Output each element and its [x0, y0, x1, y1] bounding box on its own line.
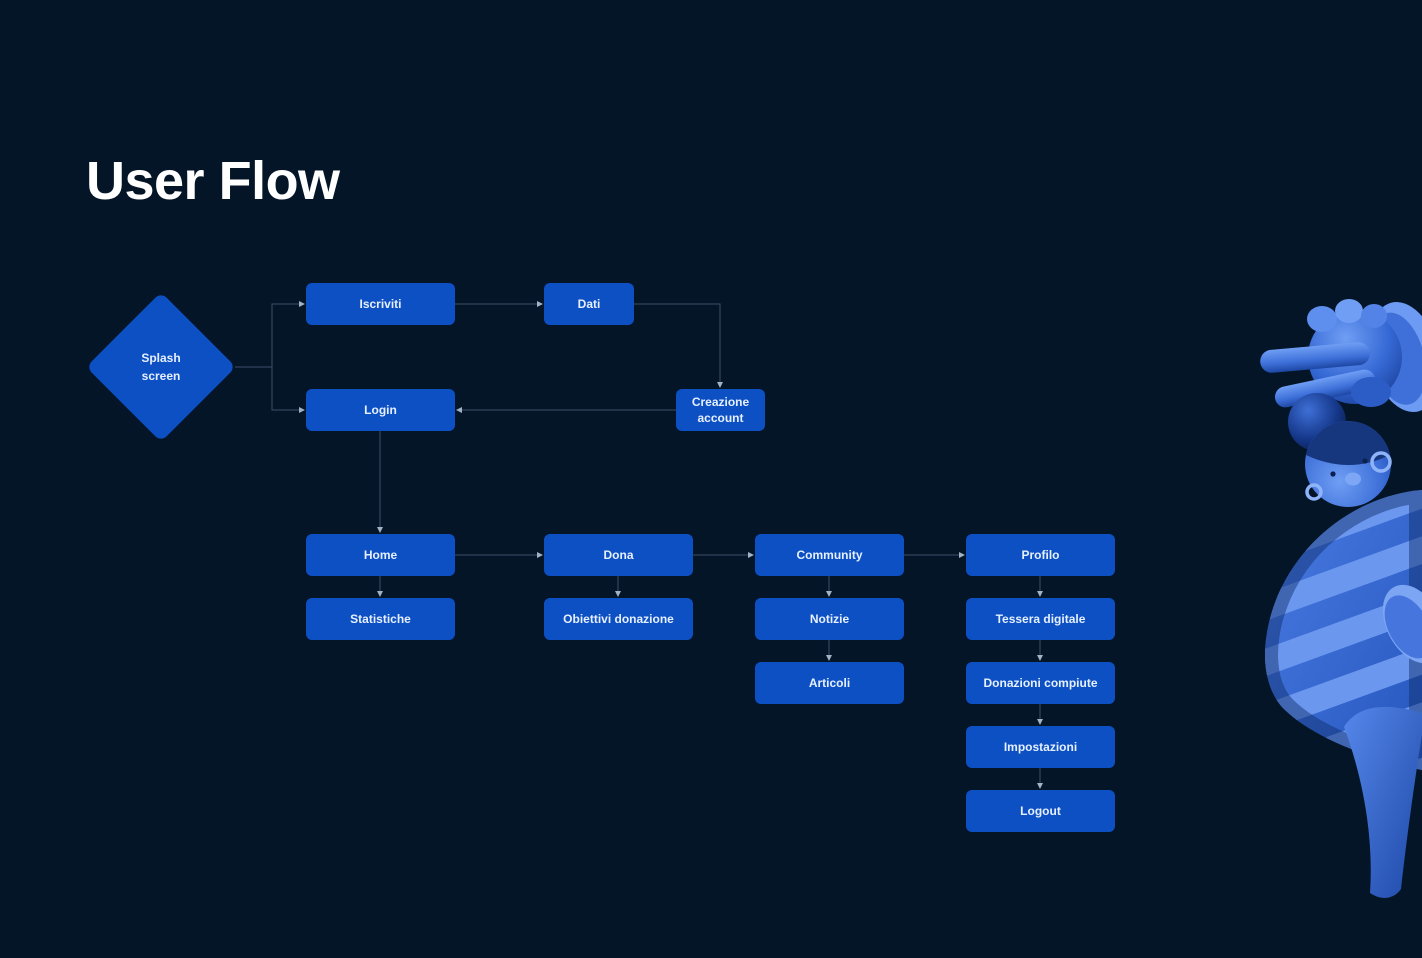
- flow-node-donazioni-compiute: Donazioni compiute: [966, 662, 1115, 704]
- flow-node-logout: Logout: [966, 790, 1115, 832]
- flow-node-label: Profilo: [1021, 547, 1060, 562]
- flow-node-creazione-account: Creazione account: [676, 389, 765, 431]
- flow-node-articoli: Articoli: [755, 662, 904, 704]
- flow-node-label: Logout: [1020, 803, 1061, 818]
- flow-node-iscriviti: Iscriviti: [306, 283, 455, 325]
- flow-node-label: Notizie: [809, 611, 850, 626]
- flow-node-label: Statistiche: [350, 611, 411, 626]
- flow-node-impostazioni: Impostazioni: [966, 726, 1115, 768]
- mascot-illustration: [1260, 299, 1422, 898]
- flow-node-profilo: Profilo: [966, 534, 1115, 576]
- flow-node-statistiche: Statistiche: [306, 598, 455, 640]
- flow-node-label: Login: [364, 402, 397, 417]
- page-title: User Flow: [86, 151, 340, 211]
- character-head: [1288, 393, 1392, 507]
- flow-node-splash-screen: Splash screen: [86, 292, 236, 442]
- flow-node-label: Creazione account: [691, 394, 750, 425]
- flow-node-login: Login: [306, 389, 455, 431]
- flow-node-label: Iscriviti: [359, 296, 402, 311]
- flow-node-label: Obiettivi donazione: [563, 611, 674, 626]
- flow-node-label: Dona: [603, 547, 634, 562]
- flow-node-label: Impostazioni: [1003, 739, 1078, 754]
- flow-node-dona: Dona: [544, 534, 693, 576]
- flow-node-community: Community: [755, 534, 904, 576]
- flow-node-label: Dati: [577, 296, 601, 311]
- flow-node-label: Donazioni compiute: [983, 675, 1098, 690]
- flow-node-notizie: Notizie: [755, 598, 904, 640]
- flow-node-label: Splash screen: [141, 351, 181, 383]
- flow-node-label: Home: [363, 547, 398, 562]
- flow-node-dati: Dati: [544, 283, 634, 325]
- flow-node-label: Tessera digitale: [995, 611, 1086, 626]
- peace-hand-icon: [1260, 299, 1422, 412]
- flow-node-label: Community: [796, 547, 863, 562]
- flow-node-home: Home: [306, 534, 455, 576]
- flow-node-obiettivi-donazione: Obiettivi donazione: [544, 598, 693, 640]
- flow-node-label: Articoli: [808, 675, 851, 690]
- flow-node-tessera-digitale: Tessera digitale: [966, 598, 1115, 640]
